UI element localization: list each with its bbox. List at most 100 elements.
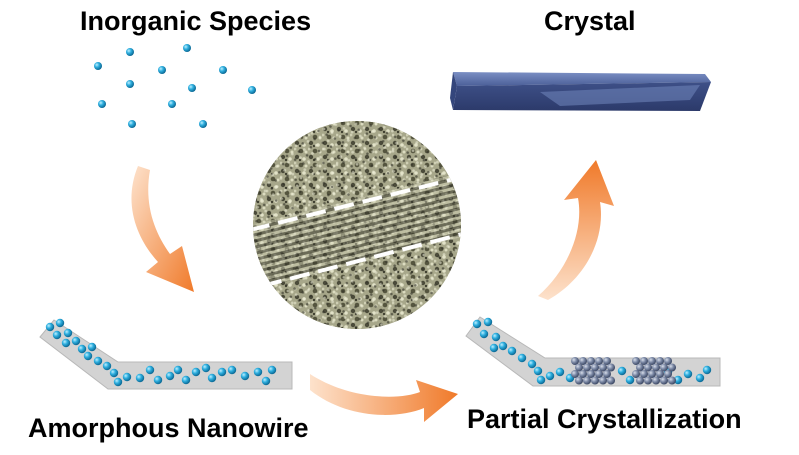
particle [644,376,652,385]
particle [201,363,211,373]
particle [217,367,227,377]
particle [595,357,603,365]
particle [527,359,537,369]
particle [109,368,119,378]
particle [181,375,191,385]
crystal-label: Crystal [544,6,636,36]
inorganic-species-particles [94,44,256,128]
particle [668,376,676,385]
nanowire-particles [45,318,277,387]
tem-micrograph [253,121,461,329]
particle [571,357,579,365]
crystalline-domains [571,357,676,385]
particle [479,329,489,339]
particle [636,363,644,372]
particle [607,363,615,372]
particle [219,66,227,74]
particle [599,363,607,372]
particle [102,361,112,371]
particle [199,120,207,128]
particle [652,363,660,372]
particle [648,357,656,365]
particle [695,373,705,383]
particle [489,343,499,353]
particle [248,86,256,94]
particle [253,367,263,377]
particle [583,363,591,372]
particle [122,372,132,382]
particle [668,363,676,372]
particle [207,373,217,383]
arrow-to-nanowire [131,166,194,292]
particle [158,66,166,74]
particle [498,341,508,351]
partial-crystallization-wire [465,316,721,387]
particle [71,336,81,346]
particle [165,371,175,381]
particle [153,375,163,385]
particle [168,100,176,108]
particle [617,366,627,376]
particle [240,371,250,381]
particle [536,375,546,385]
amorphous-nanowire-label: Amorphous Nanowire [28,413,309,443]
particle [555,367,565,377]
inorganic-species-label: Inorganic Species [80,6,312,36]
particle [587,370,595,378]
partial-crystallization-label: Partial Crystallization [467,404,742,434]
particle [673,375,683,385]
particle [664,357,672,365]
particle [702,365,712,375]
particle [644,363,652,372]
particle [575,363,583,372]
particle [571,370,579,378]
particle [599,376,607,385]
particle [93,356,103,366]
arrow-to-crystal [538,160,614,300]
particle [491,332,501,342]
particle [625,375,635,385]
particle [664,370,672,378]
particle [607,376,615,385]
particle [533,366,543,376]
particle [61,338,71,348]
particle [126,48,134,56]
particle [595,370,603,378]
particle [632,370,640,378]
particle [632,357,640,365]
particle [128,120,136,128]
particle [579,370,587,378]
particle [583,376,591,385]
particle [173,365,183,375]
particle [603,357,611,365]
particle [188,84,196,92]
particle [656,370,664,378]
particle [636,376,644,385]
particle [640,370,648,378]
particle [517,353,527,363]
particle [683,369,693,379]
particle [83,351,93,361]
particle [94,62,102,70]
particle [483,317,493,327]
particle [227,365,237,375]
particle [587,357,595,365]
particle [87,342,97,352]
particle [63,328,73,338]
particle [267,365,277,375]
particle [591,363,599,372]
particle [135,373,145,383]
particle [145,365,155,375]
particle [575,376,583,385]
particle [652,376,660,385]
particle [591,376,599,385]
particle [472,319,482,329]
particle [183,44,191,52]
particle [98,100,106,108]
particle [77,344,87,354]
particle [126,80,134,88]
particle [45,322,55,332]
particle [660,376,668,385]
